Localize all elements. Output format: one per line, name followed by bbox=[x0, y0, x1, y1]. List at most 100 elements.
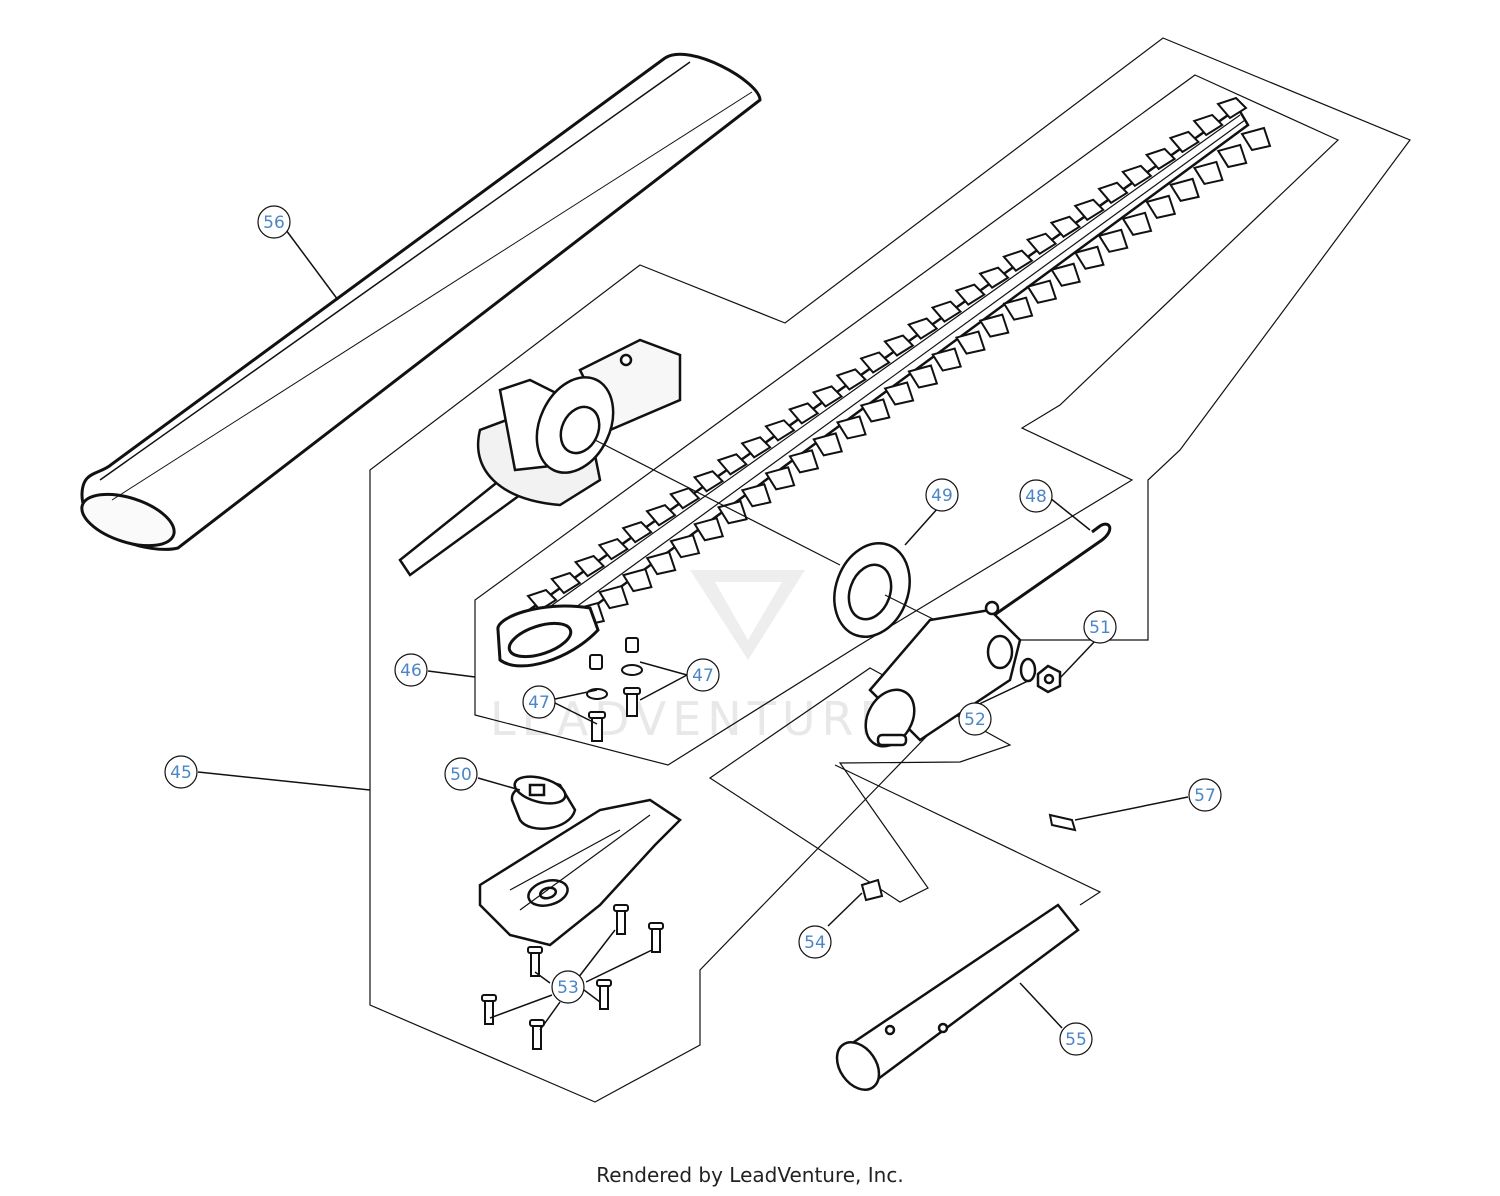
blade-tooth-lower bbox=[669, 533, 701, 559]
blade-tooth-upper bbox=[550, 571, 582, 595]
blade-tooth-lower bbox=[978, 313, 1010, 338]
callout-46: 46 bbox=[394, 653, 428, 687]
svg-text:54: 54 bbox=[804, 933, 826, 953]
blade-tooth-lower bbox=[1240, 126, 1272, 152]
blade-tooth-upper bbox=[954, 283, 986, 306]
blade-cover-part bbox=[80, 52, 762, 551]
blade-tooth-lower bbox=[598, 584, 629, 610]
blade-tooth-lower bbox=[621, 567, 653, 593]
blade-tooth-upper bbox=[1121, 164, 1153, 188]
svg-text:49: 49 bbox=[931, 486, 953, 506]
blade-tooth-lower bbox=[740, 483, 772, 508]
blade-tooth-upper bbox=[716, 453, 748, 476]
blade-tooth-upper bbox=[764, 419, 796, 442]
blade-tooth-lower bbox=[812, 432, 844, 457]
watermark-logo: LEADVENTURE bbox=[490, 570, 889, 746]
callouts: 56 49 48 51 46 47 47 52 45 50 57 54 53 5… bbox=[164, 205, 1222, 1056]
blade-tooth-upper bbox=[597, 537, 629, 561]
seal-cap-part bbox=[510, 775, 577, 830]
blade-tooth-lower bbox=[788, 449, 820, 474]
blade-tooth-upper bbox=[930, 300, 963, 323]
blade-tooth-lower bbox=[1192, 160, 1224, 186]
blade-tooth-lower bbox=[1097, 228, 1129, 253]
callout-47-right: 47 bbox=[686, 658, 720, 692]
gearbox-part bbox=[398, 338, 841, 577]
blade-tooth-lower bbox=[1145, 194, 1177, 219]
blade-tooth-upper bbox=[1073, 198, 1105, 222]
leader-lines bbox=[197, 229, 1189, 1031]
callout-47-left: 47 bbox=[522, 685, 556, 719]
blade-tooth-upper bbox=[978, 266, 1010, 289]
callout-49: 49 bbox=[925, 478, 959, 512]
blade-tooth-lower bbox=[883, 381, 915, 406]
blade-tooth-upper bbox=[1144, 147, 1177, 171]
cutter-blade-part bbox=[496, 96, 1272, 668]
blade-tooth-lower bbox=[859, 398, 891, 423]
blade-tooth-upper bbox=[573, 554, 606, 578]
blade-tooth-upper bbox=[1049, 215, 1082, 239]
blade-fasteners-part bbox=[586, 637, 643, 742]
blade-tooth-lower bbox=[835, 415, 867, 440]
mounting-screw-part bbox=[1048, 813, 1077, 832]
blade-tooth-upper bbox=[859, 351, 891, 374]
callout-55: 55 bbox=[1059, 1022, 1093, 1056]
callout-52: 52 bbox=[958, 702, 992, 736]
shaft-tube-part bbox=[835, 903, 1080, 1091]
callout-48: 48 bbox=[1019, 479, 1053, 513]
svg-text:52: 52 bbox=[964, 710, 986, 730]
footer-credit: Rendered by LeadVenture, Inc. bbox=[596, 1163, 904, 1187]
blade-tooth-upper bbox=[883, 334, 915, 357]
blade-tooth-lower bbox=[1026, 279, 1058, 304]
group-45-outline bbox=[369, 37, 1411, 1103]
group-46-outline bbox=[474, 74, 1340, 766]
svg-text:53: 53 bbox=[557, 978, 579, 998]
washer-part bbox=[1019, 657, 1037, 683]
svg-text:48: 48 bbox=[1025, 487, 1047, 507]
housing-part bbox=[864, 600, 1022, 748]
callout-57: 57 bbox=[1188, 778, 1222, 812]
small-screw-part bbox=[860, 878, 884, 902]
blade-tooth-upper bbox=[1097, 181, 1129, 205]
blade-tooth-upper bbox=[621, 520, 653, 544]
callout-51: 51 bbox=[1083, 610, 1117, 644]
blade-tooth-lower bbox=[1073, 245, 1105, 270]
blade-tooth-lower bbox=[1121, 211, 1153, 236]
blade-tooth-upper bbox=[645, 504, 677, 527]
blade-tooth-lower bbox=[954, 330, 986, 355]
screws-part bbox=[481, 904, 664, 1050]
blade-tooth-upper bbox=[526, 588, 558, 612]
gasket-part bbox=[833, 541, 936, 639]
svg-text:56: 56 bbox=[263, 213, 285, 233]
blade-tooth-lower bbox=[1169, 177, 1200, 203]
callout-54: 54 bbox=[798, 925, 832, 959]
blade-tooth-upper bbox=[1216, 96, 1248, 120]
callout-50: 50 bbox=[444, 757, 478, 791]
blade-tooth-lower bbox=[645, 550, 677, 576]
group-55-outline bbox=[834, 764, 1102, 906]
callout-56: 56 bbox=[257, 205, 291, 239]
blade-tooth-upper bbox=[906, 317, 939, 340]
blade-tooth-upper bbox=[1168, 130, 1201, 154]
nut-part bbox=[1036, 664, 1062, 694]
callout-45: 45 bbox=[164, 755, 198, 789]
blade-tooth-lower bbox=[1216, 143, 1248, 169]
blade-tooth-lower bbox=[764, 466, 796, 491]
blade-tooth-upper bbox=[1002, 249, 1034, 272]
blade-tooth-lower bbox=[693, 516, 725, 542]
blade-tooth-upper bbox=[692, 470, 725, 493]
blade-tooth-lower bbox=[931, 347, 962, 372]
svg-text:57: 57 bbox=[1194, 786, 1216, 806]
svg-text:45: 45 bbox=[170, 763, 192, 783]
blade-tooth-upper bbox=[787, 402, 820, 425]
blade-tooth-upper bbox=[740, 436, 772, 459]
svg-text:55: 55 bbox=[1065, 1030, 1087, 1050]
blade-tooth-upper bbox=[811, 385, 844, 408]
svg-text:51: 51 bbox=[1089, 618, 1111, 638]
blade-tooth-upper bbox=[1025, 232, 1058, 256]
svg-text:50: 50 bbox=[450, 765, 472, 785]
blade-tooth-lower bbox=[1050, 262, 1081, 287]
pin-part bbox=[989, 522, 1112, 620]
callout-53: 53 bbox=[551, 970, 585, 1004]
blade-tooth-upper bbox=[1192, 113, 1224, 137]
